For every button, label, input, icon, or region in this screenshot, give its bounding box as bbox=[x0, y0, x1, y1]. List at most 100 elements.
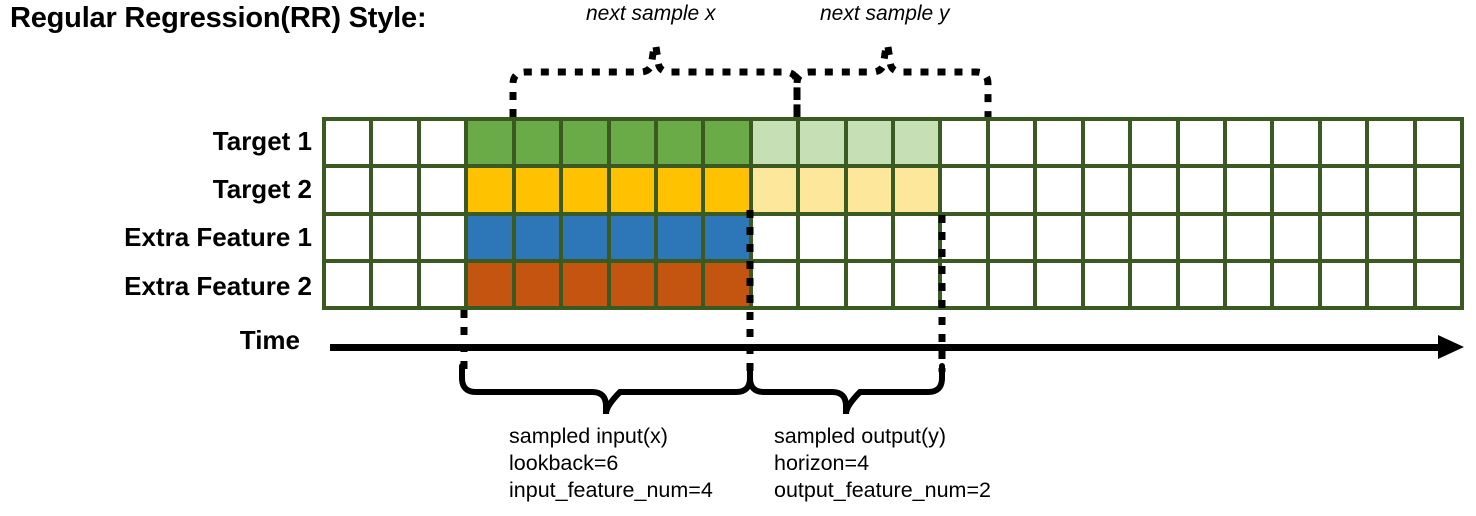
grid-cell-r2-c19 bbox=[1227, 215, 1271, 259]
grid-cell-r1-c0 bbox=[326, 168, 370, 212]
grid-cell-r2-c21 bbox=[1321, 215, 1366, 259]
grid-cell-r2-c14 bbox=[989, 215, 1034, 259]
axis-label-time: Time bbox=[239, 325, 300, 355]
grid-cell-r1-c3 bbox=[468, 168, 512, 212]
grid-cell-r0-c9 bbox=[752, 121, 797, 165]
row-label-target-1: Target 1 bbox=[212, 126, 312, 156]
caption-sampled-output-line1: sampled output(y) bbox=[774, 424, 947, 448]
grid-cell-r3-c16 bbox=[1084, 262, 1129, 306]
caption-sampled-output: sampled output(y) horizon=4 output_featu… bbox=[774, 423, 991, 504]
grid-cell-r3-c17 bbox=[1132, 262, 1176, 306]
grid-cell-r0-c23 bbox=[1416, 121, 1461, 165]
grid-cell-r2-c15 bbox=[1037, 215, 1081, 259]
grid-cell-r2-c20 bbox=[1274, 215, 1318, 259]
grid-cell-r1-c18 bbox=[1179, 168, 1224, 212]
grid-cell-r3-c19 bbox=[1227, 262, 1271, 306]
grid-cell-r2-c23 bbox=[1416, 215, 1461, 259]
grid-cell-r2-c4 bbox=[515, 215, 560, 259]
caption-sampled-input-line1: sampled input(x) bbox=[509, 424, 668, 448]
grid-cell-r0-c18 bbox=[1179, 121, 1224, 165]
caption-sampled-input-line2: lookback=6 bbox=[509, 451, 619, 475]
grid-cell-r3-c6 bbox=[610, 262, 654, 306]
page-title: Regular Regression(RR) Style: bbox=[10, 2, 427, 34]
row-label-extra-feature-1: Extra Feature 1 bbox=[124, 222, 312, 252]
grid-cell-r1-c7 bbox=[657, 168, 702, 212]
grid-cell-r1-c22 bbox=[1369, 168, 1413, 212]
caption-sampled-input-line3: input_feature_num=4 bbox=[509, 478, 713, 502]
grid-cell-r3-c3 bbox=[468, 262, 512, 306]
grid-cell-r3-c21 bbox=[1321, 262, 1366, 306]
grid-cell-r0-c12 bbox=[895, 121, 939, 165]
grid-cell-r2-c10 bbox=[800, 215, 844, 259]
grid-cell-r1-c13 bbox=[942, 168, 986, 212]
grid-cell-r2-c22 bbox=[1369, 215, 1413, 259]
grid-cell-r3-c23 bbox=[1416, 262, 1461, 306]
grid-cell-r2-c11 bbox=[847, 215, 892, 259]
grid-cell-r0-c16 bbox=[1084, 121, 1129, 165]
grid-cell-r1-c17 bbox=[1132, 168, 1176, 212]
grid-cell-r3-c12 bbox=[895, 262, 939, 306]
time-axis-arrow-icon bbox=[1438, 335, 1464, 359]
grid-cell-r0-c2 bbox=[420, 121, 465, 165]
grid-cell-r1-c9 bbox=[752, 168, 797, 212]
grid-cell-r3-c0 bbox=[326, 262, 370, 306]
grid-cell-r2-c12 bbox=[895, 215, 939, 259]
label-next-sample-x: next sample x bbox=[586, 2, 716, 25]
grid-cell-r3-c18 bbox=[1179, 262, 1224, 306]
grid-cell-r3-c9 bbox=[752, 262, 797, 306]
grid-cell-r1-c8 bbox=[705, 168, 749, 212]
grid-cell-r3-c7 bbox=[657, 262, 702, 306]
grid-cell-r1-c12 bbox=[895, 168, 939, 212]
row-label-column: Target 1 Target 2 Extra Feature 1 Extra … bbox=[0, 117, 312, 310]
grid-cell-r3-c2 bbox=[420, 262, 465, 306]
grid-cell-r0-c20 bbox=[1274, 121, 1318, 165]
grid-cell-r2-c13 bbox=[942, 215, 986, 259]
grid-cell-r1-c16 bbox=[1084, 168, 1129, 212]
grid-cell-r3-c11 bbox=[847, 262, 892, 306]
grid-cell-r0-c17 bbox=[1132, 121, 1176, 165]
grid-cell-r0-c6 bbox=[610, 121, 654, 165]
grid-cell-r2-c6 bbox=[610, 215, 654, 259]
grid-cell-r2-c0 bbox=[326, 215, 370, 259]
grid-cell-r0-c15 bbox=[1037, 121, 1081, 165]
grid-cell-r2-c18 bbox=[1179, 215, 1224, 259]
grid-cell-r1-c1 bbox=[373, 168, 417, 212]
grid-cell-r1-c5 bbox=[563, 168, 607, 212]
grid-cell-r0-c11 bbox=[847, 121, 892, 165]
brace-sampled-output-icon bbox=[747, 363, 945, 415]
grid-cell-r1-c4 bbox=[515, 168, 560, 212]
grid-cell-r0-c3 bbox=[468, 121, 512, 165]
grid-cell-r2-c2 bbox=[420, 215, 465, 259]
grid-cell-r1-c15 bbox=[1037, 168, 1081, 212]
grid-cell-r0-c10 bbox=[800, 121, 844, 165]
grid-cell-r1-c10 bbox=[800, 168, 844, 212]
grid-cell-r3-c8 bbox=[705, 262, 749, 306]
grid-cell-r3-c15 bbox=[1037, 262, 1081, 306]
grid-cell-r1-c14 bbox=[989, 168, 1034, 212]
grid-cell-r0-c14 bbox=[989, 121, 1034, 165]
grid-cell-r2-c16 bbox=[1084, 215, 1129, 259]
brace-sampled-input-icon bbox=[459, 363, 753, 415]
grid-cell-r0-c19 bbox=[1227, 121, 1271, 165]
grid-cell-r1-c20 bbox=[1274, 168, 1318, 212]
grid-cell-r3-c20 bbox=[1274, 262, 1318, 306]
brace-next-sample-x-icon bbox=[509, 46, 801, 117]
grid-cell-r0-c1 bbox=[373, 121, 417, 165]
grid-cell-r3-c1 bbox=[373, 262, 417, 306]
grid-row-extra-feature-2 bbox=[326, 262, 1461, 306]
grid-cell-r0-c22 bbox=[1369, 121, 1413, 165]
grid-cell-r2-c9 bbox=[752, 215, 797, 259]
grid-cell-r2-c1 bbox=[373, 215, 417, 259]
grid-cell-r0-c13 bbox=[942, 121, 986, 165]
grid-cell-r3-c4 bbox=[515, 262, 560, 306]
grid-row-target-1 bbox=[326, 121, 1461, 165]
grid-row-extra-feature-1 bbox=[326, 215, 1461, 259]
grid-cell-r3-c22 bbox=[1369, 262, 1413, 306]
caption-sampled-input: sampled input(x) lookback=6 input_featur… bbox=[509, 423, 713, 504]
caption-sampled-output-line2: horizon=4 bbox=[774, 451, 870, 475]
grid-cell-r0-c21 bbox=[1321, 121, 1366, 165]
time-axis-line bbox=[330, 344, 1454, 351]
grid-cell-r3-c10 bbox=[800, 262, 844, 306]
timeline-grid bbox=[322, 117, 1464, 310]
grid-cell-r2-c17 bbox=[1132, 215, 1176, 259]
